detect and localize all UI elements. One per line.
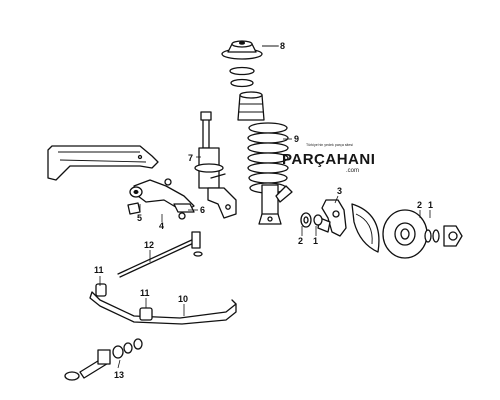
stabilizer-bushing-center <box>139 307 153 321</box>
stabilizer-link-rod <box>117 231 203 278</box>
crossmember <box>47 145 159 181</box>
callout-3: 3 <box>337 186 342 196</box>
bushing-kit <box>64 338 143 381</box>
strut-mount <box>221 40 278 88</box>
shock-absorber <box>194 111 237 219</box>
callout-6: 6 <box>200 205 205 215</box>
callout-12: 12 <box>144 240 154 250</box>
callout-11-left: 11 <box>94 265 104 275</box>
callout-4: 4 <box>159 221 164 231</box>
ball-joint <box>173 203 195 220</box>
callout-7: 7 <box>188 153 193 163</box>
callout-5: 5 <box>137 213 142 223</box>
callout-labels: 8 9 7 3 5 4 6 2 1 2 1 12 11 11 10 13 <box>94 41 433 380</box>
splash-shield <box>351 203 380 253</box>
watermark-brand: PARÇAHANI <box>282 151 375 168</box>
watermark-domain: .com <box>346 168 359 174</box>
callout-8: 8 <box>280 41 285 51</box>
callout-2-right: 2 <box>417 200 422 210</box>
coil-spring <box>247 122 289 194</box>
callout-1-right: 1 <box>428 200 433 210</box>
stabilizer-bushing-left <box>95 283 107 297</box>
strut-assembly <box>258 184 293 225</box>
watermark-tagline: Türkiye'nin yedek parça sitesi <box>306 143 353 147</box>
stabilizer-bar <box>89 291 237 325</box>
hub-bearing-left <box>300 212 323 228</box>
brake-rotor <box>382 209 428 259</box>
callout-1-left: 1 <box>313 236 318 246</box>
callout-9: 9 <box>294 134 299 144</box>
callout-13: 13 <box>114 370 124 380</box>
callout-10: 10 <box>178 294 188 304</box>
hub-bearing-right <box>424 225 463 247</box>
watermark: Türkiye'nin yedek parça sitesi PARÇAHANI… <box>282 143 375 174</box>
leader-lines <box>99 45 431 369</box>
callout-2-left: 2 <box>298 236 303 246</box>
callout-11-center: 11 <box>140 288 150 298</box>
strut-boot <box>237 91 265 121</box>
